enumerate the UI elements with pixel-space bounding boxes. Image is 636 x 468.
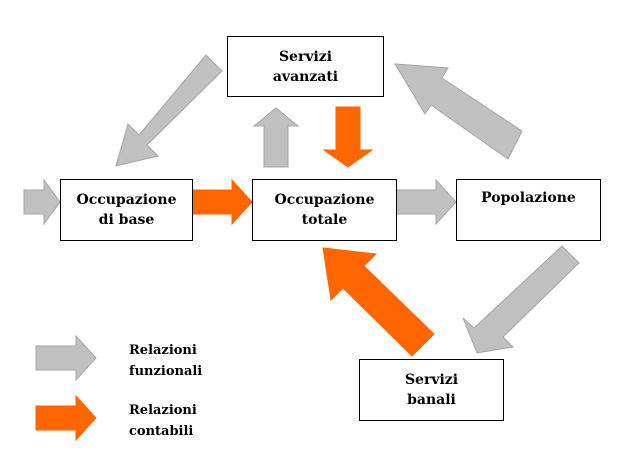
node-occupazione-totale: Occupazione totale: [252, 179, 397, 241]
legend-functional-line-2: funzionali: [129, 364, 203, 379]
arrow-servizi-banali-to-occupazione-totale: [322, 247, 435, 357]
node-servizi-banali-line-2: banali: [407, 392, 456, 408]
legend-functional-arrow: [35, 334, 97, 382]
legend-accounting-line-1: Relazioni: [129, 403, 197, 418]
legend-accounting-label: Relazioni contabili: [129, 400, 197, 442]
arrow-servizi-avanzati-to-occupazione-totale: [322, 106, 374, 168]
legend-functional-label: Relazioni funzionali: [129, 340, 202, 382]
node-occupazione-totale-line-2: totale: [301, 212, 348, 228]
node-popolazione-line-1: Popolazione: [481, 190, 576, 206]
arrow-input-to-occupazione-di-base: [23, 178, 61, 226]
node-popolazione: Popolazione: [456, 179, 601, 241]
legend-functional-line-1: Relazioni: [129, 343, 197, 358]
arrow-servizi-avanzati-to-occupazione-di-base: [115, 54, 223, 167]
legend-accounting-line-2: contabili: [129, 424, 194, 439]
node-occupazione-di-base: Occupazione di base: [60, 179, 193, 241]
arrow-occupazione-totale-to-servizi-avanzati: [252, 107, 300, 168]
node-occupazione-di-base-line-1: Occupazione: [76, 192, 177, 208]
legend-accounting-arrow: [35, 394, 97, 442]
node-servizi-avanzati-line-2: avanzati: [272, 68, 339, 85]
arrow-popolazione-to-servizi-banali: [462, 245, 580, 354]
node-servizi-avanzati-line-1: Servizi: [278, 48, 333, 65]
arrow-occupazione-di-base-to-occupazione-totale: [191, 178, 253, 226]
node-servizi-banali: Servizi banali: [359, 359, 504, 421]
arrow-popolazione-to-servizi-avanzati: [394, 63, 523, 160]
node-occupazione-di-base-line-2: di base: [98, 212, 155, 228]
arrow-occupazione-totale-to-popolazione: [395, 178, 457, 226]
node-occupazione-totale-line-1: Occupazione: [274, 192, 375, 208]
node-servizi-banali-line-1: Servizi: [404, 372, 459, 388]
node-servizi-avanzati: Servizi avanzati: [227, 36, 384, 97]
